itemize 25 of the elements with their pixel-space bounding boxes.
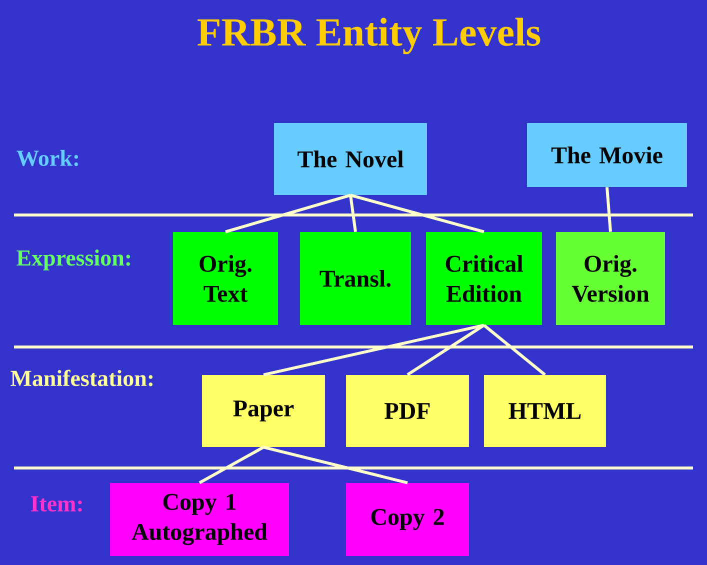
entity-box: Copy 2	[346, 482, 469, 556]
connector-line	[225, 194, 351, 234]
connector-line	[349, 194, 357, 232]
entity-box: PDF	[346, 375, 469, 447]
entity-box: The Novel	[274, 123, 427, 195]
connector-line	[263, 446, 408, 484]
entity-box: Orig. Version	[556, 232, 665, 325]
connector-line	[198, 446, 264, 484]
connector-line	[263, 324, 484, 376]
entity-box: Orig. Text	[173, 232, 278, 325]
connector-line	[406, 324, 485, 376]
entity-box: HTML	[484, 375, 606, 447]
entity-box: Paper	[202, 375, 325, 447]
title: FRBR Entity Levels	[197, 18, 540, 54]
connector-line	[606, 187, 612, 232]
entity-box: Copy 1 Autographed	[110, 482, 289, 556]
entity-box: Critical Edition	[426, 232, 542, 325]
entity-box: The Movie	[527, 123, 687, 187]
level-label: Work:	[16, 150, 78, 166]
connector-line	[483, 324, 546, 376]
connector-line	[350, 194, 484, 234]
level-label: Expression:	[16, 250, 130, 270]
level-label: Manifestation:	[10, 370, 153, 386]
entity-box: Transl.	[300, 232, 411, 325]
level-label: Item:	[30, 496, 82, 512]
